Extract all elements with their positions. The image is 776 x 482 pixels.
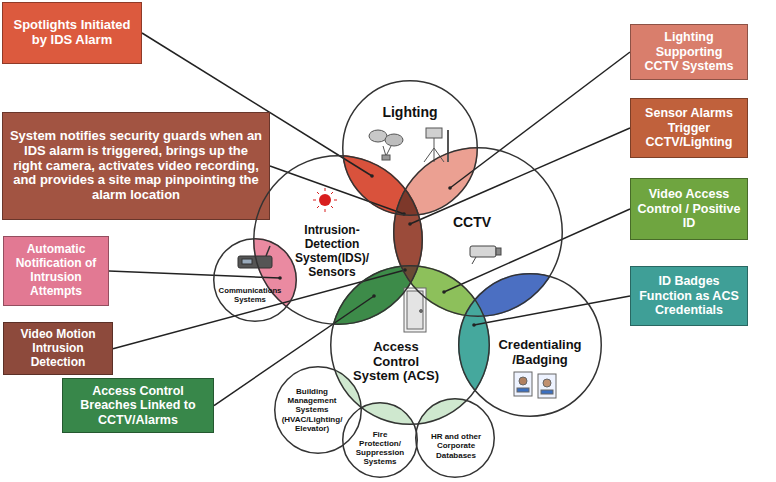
callout-box: Lighting Supporting CCTV Systems (630, 24, 748, 80)
callout-box: Spotlights Initiated by IDS Alarm (2, 2, 142, 64)
spotlight-icon (369, 130, 403, 160)
callout-box: ID Badges Function as ACS Credentials (630, 266, 748, 326)
circle-outline (393, 147, 563, 317)
circle-label: Fire Protection/ Suppression Systems (351, 430, 409, 467)
callout-text: Access Control Breaches Linked to CCTV/A… (69, 384, 207, 427)
circle-label: HR and other Corporate Databases (425, 432, 487, 460)
callout-box: Video Motion Intrusion Detection (3, 322, 113, 375)
leader-dot (370, 174, 374, 178)
callout-box: Video Access Control / Positive ID (630, 178, 748, 240)
system-circle: Intrusion-Detection System(IDS)/ Sensors (253, 155, 423, 325)
circle-label: CCTV (437, 214, 507, 230)
system-circle: Credentialing /Badging (458, 273, 602, 417)
leader-dot (442, 290, 446, 294)
overlap-fill (458, 273, 602, 417)
callout-text: Sensor Alarms Trigger CCTV/Lighting (637, 106, 741, 149)
overlap-fill (342, 402, 418, 478)
leader-dot (408, 222, 412, 226)
callout-text: Automatic Notification of Intrusion Atte… (10, 243, 102, 298)
callout-box: System notifies security guards when an … (2, 112, 270, 220)
sensor-icon (313, 188, 337, 212)
circle-label: Credentialing /Badging (492, 338, 588, 368)
overlap-fill (393, 147, 563, 317)
overlap-fill (393, 147, 563, 317)
leader-dot (472, 323, 476, 327)
system-circle: Fire Protection/ Suppression Systems (342, 402, 418, 478)
callout-box: Access Control Breaches Linked to CCTV/A… (62, 378, 214, 433)
system-circle: Communications Systems (213, 238, 297, 322)
leader-dot (448, 186, 452, 190)
leader-line (410, 128, 630, 224)
leader-line (109, 271, 280, 278)
callout-text: Lighting Supporting CCTV Systems (637, 30, 741, 73)
callout-text: Spotlights Initiated by IDS Alarm (9, 18, 135, 48)
callout-box: Automatic Notification of Intrusion Atte… (3, 236, 109, 306)
system-circle: HR and other Corporate Databases (415, 398, 495, 478)
circle-label: Lighting (365, 104, 455, 120)
circle-label: Communications Systems (218, 287, 282, 305)
badge-icon (514, 372, 556, 398)
callout-text: Video Access Control / Positive ID (637, 187, 741, 230)
system-circle: Building Management Systems (HVAC/Lighti… (274, 366, 362, 454)
leader-dot (278, 276, 282, 280)
circle-outline (213, 238, 297, 322)
system-circle: CCTV (393, 147, 563, 317)
floodlight-icon (424, 128, 448, 162)
leader-line (474, 296, 630, 325)
camera-icon (470, 246, 501, 264)
overlap-fill (274, 366, 362, 454)
circle-label: Access Control System (ACS) (350, 340, 442, 385)
leader-dot (372, 294, 376, 298)
callout-text: System notifies security guards when an … (9, 129, 263, 204)
callout-text: Video Motion Intrusion Detection (10, 328, 106, 369)
overlap-fill (393, 147, 563, 317)
leader-line (270, 166, 404, 214)
overlap-fill (458, 273, 602, 417)
circle-label: Building Management Systems (HVAC/Lighti… (280, 387, 344, 433)
callout-box: Sensor Alarms Trigger CCTV/Lighting (630, 98, 748, 158)
callout-text: ID Badges Function as ACS Credentials (637, 274, 741, 317)
